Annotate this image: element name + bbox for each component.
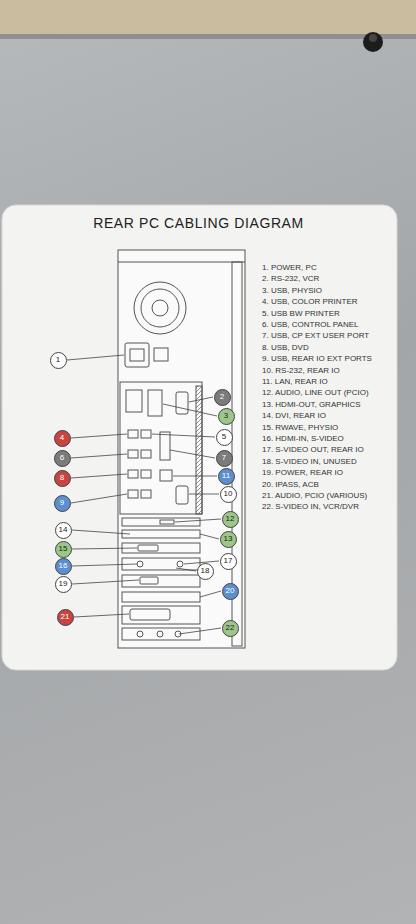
list-item: 8. USB, DVD [262, 343, 309, 353]
callout-number: 17 [224, 557, 233, 565]
list-item: 5. USB BW PRINTER [262, 309, 340, 319]
callout-circle: 15 [55, 541, 72, 558]
callout-number: 2 [220, 393, 224, 401]
callout-number: 1 [56, 356, 60, 364]
callout-number: 5 [222, 433, 226, 441]
callout-circle: 17 [220, 553, 237, 570]
wall [0, 0, 416, 36]
callout-number: 6 [60, 454, 64, 462]
callout-number: 19 [59, 580, 68, 588]
list-item: 18. S-VIDEO IN, UNUSED [262, 457, 357, 467]
callout-number: 9 [60, 499, 64, 507]
callout-circle: 11 [218, 468, 235, 485]
list-item: 1. POWER, PC [262, 263, 317, 273]
callout-circle: 9 [54, 495, 71, 512]
list-item: 22. S-VIDEO IN, VCR/DVR [262, 502, 359, 512]
list-item: 11. LAN, REAR IO [262, 377, 328, 387]
callout-circle: 2 [214, 389, 231, 406]
callout-circle: 4 [54, 430, 71, 447]
callout-circle: 21 [57, 609, 74, 626]
pc-tower [118, 250, 245, 648]
leader-lines [67, 355, 221, 634]
callout-number: 21 [61, 613, 70, 621]
callout-number: 11 [222, 472, 230, 480]
panel-edge [0, 34, 416, 39]
callout-circle: 8 [54, 470, 71, 487]
callout-circle: 19 [55, 576, 72, 593]
list-item: 19. POWER, REAR IO [262, 468, 343, 478]
callout-number: 7 [222, 454, 226, 462]
list-item: 20. IPASS, ACB [262, 480, 319, 490]
callout-circle: 12 [222, 511, 239, 528]
list-item: 10. RS-232, REAR IO [262, 366, 340, 376]
list-item: 4. USB, COLOR PRINTER [262, 297, 358, 307]
list-item: 13. HDMI-OUT, GRAPHICS [262, 400, 361, 410]
list-item: 2. RS-232, VCR [262, 274, 319, 284]
knob-top [369, 34, 377, 42]
list-item: 15. RWAVE, PHYSIO [262, 423, 338, 433]
callout-circle: 18 [197, 563, 214, 580]
list-item: 6. USB, CONTROL PANEL [262, 320, 358, 330]
callout-number: 8 [60, 474, 64, 482]
callout-number: 22 [226, 624, 235, 632]
callout-circle: 7 [216, 450, 233, 467]
callout-number: 15 [59, 545, 68, 553]
callout-number: 14 [59, 526, 68, 534]
callout-circle: 14 [55, 522, 72, 539]
callout-number: 16 [59, 562, 68, 570]
list-item: 14. DVI, REAR IO [262, 411, 326, 421]
callout-number: 10 [224, 490, 233, 498]
list-item: 21. AUDIO, PCIO (VARIOUS) [262, 491, 367, 501]
callout-number: 20 [226, 587, 235, 595]
callout-circle: 20 [222, 583, 239, 600]
callout-circle: 5 [216, 429, 233, 446]
callout-number: 3 [224, 412, 228, 420]
callout-circle: 10 [220, 486, 237, 503]
callout-number: 13 [224, 535, 233, 543]
callout-circle: 13 [220, 531, 237, 548]
callout-number: 4 [60, 434, 64, 442]
knob [363, 32, 383, 52]
list-item: 16. HDMI-IN, S-VIDEO [262, 434, 344, 444]
list-item: 3. USB, PHYSIO [262, 286, 322, 296]
callout-number: 12 [226, 515, 235, 523]
callout-number: 18 [201, 567, 210, 575]
callout-circle: 3 [218, 408, 235, 425]
list-item: 12. AUDIO, LINE OUT (PCIO) [262, 388, 369, 398]
list-item: 9. USB, REAR IO EXT PORTS [262, 354, 372, 364]
callout-circle: 22 [222, 620, 239, 637]
list-item: 17. S-VIDEO OUT, REAR IO [262, 445, 364, 455]
callout-circle: 1 [50, 352, 67, 369]
list-item: 7. USB, CP EXT USER PORT [262, 331, 369, 341]
label-card [2, 205, 397, 670]
callout-circle: 6 [54, 450, 71, 467]
diagram-title: REAR PC CABLING DIAGRAM [0, 215, 397, 231]
callout-circle: 16 [55, 558, 72, 575]
